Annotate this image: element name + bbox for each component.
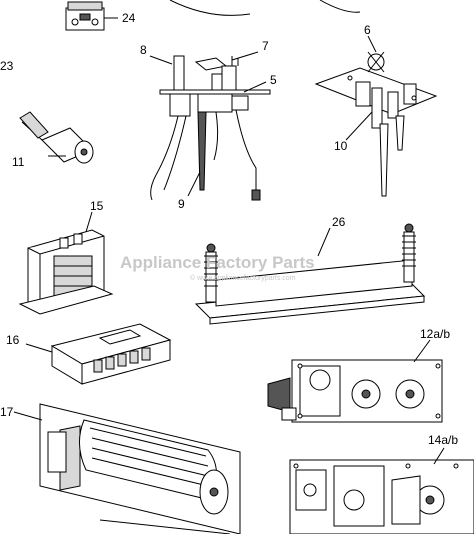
callout-8: 8	[140, 43, 147, 57]
callout-7: 7	[262, 39, 269, 53]
watermark-url: © www.appliancefactoryparts.com	[190, 274, 296, 282]
callout-5: 5	[270, 73, 277, 87]
callout-15: 15	[90, 199, 104, 213]
callout-23: 23	[0, 59, 14, 73]
part-17-blower	[13, 403, 241, 534]
part-15-transformer	[18, 211, 114, 315]
callout-26: 26	[332, 215, 346, 229]
watermark-brand: Appliance Factory Parts	[120, 253, 315, 272]
pilot-assembly	[149, 51, 271, 201]
spring-right	[402, 235, 416, 267]
part-24-bracket	[65, 1, 118, 31]
callout-12ab: 12a/b	[420, 327, 450, 341]
callout-10: 10	[334, 139, 348, 153]
callout-6: 6	[364, 23, 371, 37]
part-16-control-module	[25, 323, 172, 385]
callout-17: 17	[0, 405, 14, 419]
callout-24: 24	[122, 11, 136, 25]
part-26-bracket	[194, 223, 426, 325]
part-14-gas-valve	[289, 447, 474, 534]
part-6-pilot-hood	[314, 35, 438, 197]
part-11-igniter	[19, 111, 94, 164]
part-12-gas-valve	[267, 339, 443, 423]
callout-11: 11	[12, 155, 25, 169]
callout-16: 16	[6, 333, 20, 347]
top-partial-arcs	[169, 0, 361, 16]
spring-left	[204, 255, 218, 287]
callout-9: 9	[178, 197, 185, 211]
callout-14ab: 14a/b	[428, 433, 458, 447]
